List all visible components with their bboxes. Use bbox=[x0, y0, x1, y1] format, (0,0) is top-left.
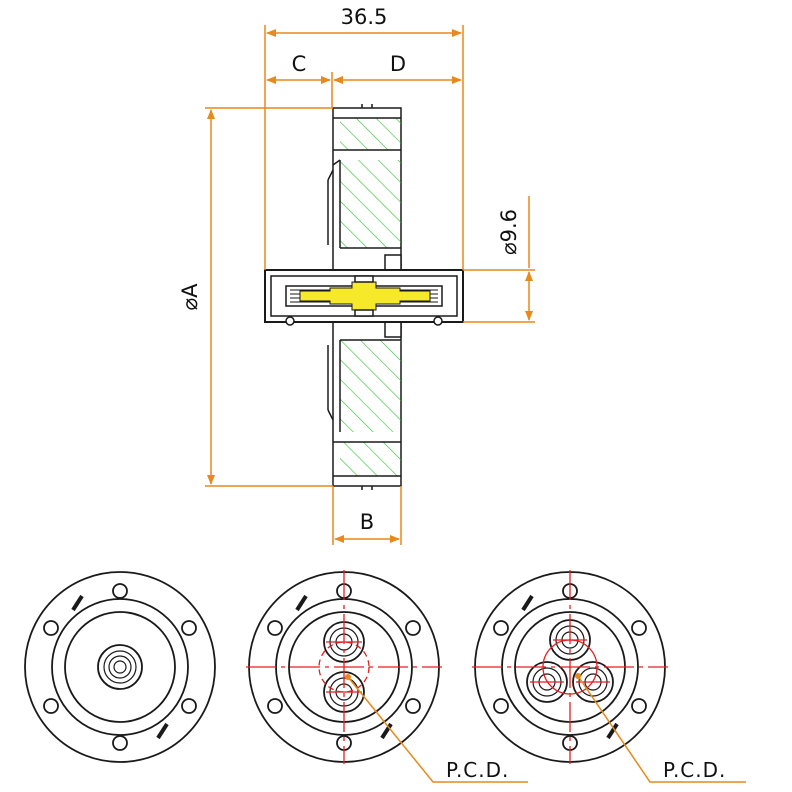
front-view-single-pin bbox=[24, 571, 216, 763]
pcd-label-right: P.C.D. bbox=[663, 758, 726, 782]
dimension-overall-length: 36.5 bbox=[341, 5, 388, 29]
dimension-b: B bbox=[360, 510, 374, 534]
center-conductor bbox=[299, 281, 431, 311]
dimensions bbox=[205, 25, 535, 545]
pcd-label-left: P.C.D. bbox=[446, 758, 509, 782]
front-view-three-pin: P.C.D. bbox=[472, 570, 746, 783]
front-view-two-pin: P.C.D. bbox=[246, 570, 528, 783]
dimension-c: C bbox=[292, 52, 307, 76]
dimension-diameter-9-6: ⌀9.6 bbox=[497, 209, 521, 255]
dimension-diameter-a: ⌀A bbox=[178, 283, 202, 311]
feedthrough-connector bbox=[264, 269, 464, 326]
dimension-d: D bbox=[390, 52, 406, 76]
side-section-view: 36.5 C D ⌀A ⌀9.6 B bbox=[178, 5, 535, 545]
flange-section bbox=[327, 104, 402, 490]
